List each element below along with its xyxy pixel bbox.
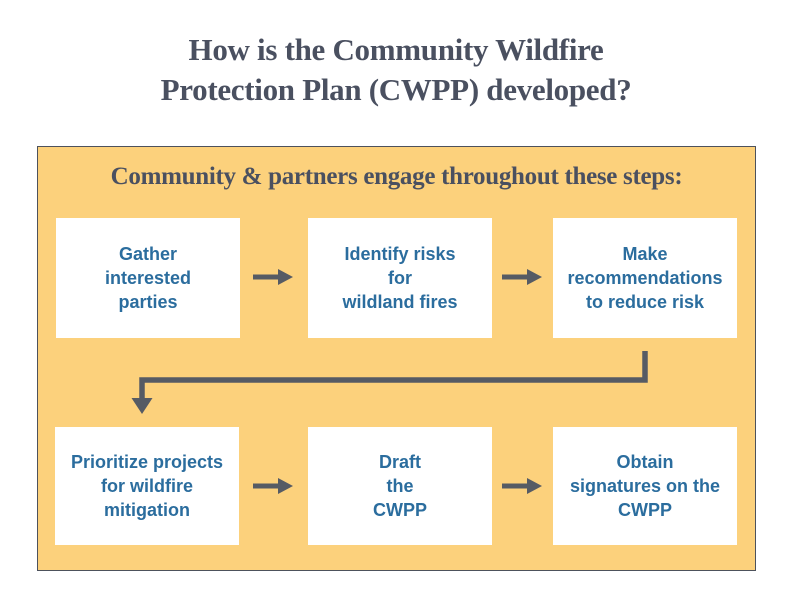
- steps-panel: Community & partners engage throughout t…: [37, 146, 756, 571]
- step-label: Gather interested parties: [104, 244, 192, 312]
- title-line-1: How is the Community Wildfire: [188, 32, 604, 67]
- arrow-right-icon: [502, 478, 542, 494]
- arrow-right-icon: [502, 269, 542, 285]
- step-box-gather-parties: Gather interested parties: [56, 218, 240, 338]
- step-box-prioritize-projects: Prioritize projects for wildfire mitigat…: [55, 427, 239, 545]
- panel-header: Community & partners engage throughout t…: [110, 163, 683, 190]
- arrow-right-icon: [253, 478, 293, 494]
- step-label: Draft the CWPP: [373, 452, 427, 520]
- step-box-obtain-signatures: Obtain signatures on the CWPP: [553, 427, 737, 545]
- step-label: Obtain signatures on the CWPP: [569, 452, 721, 520]
- step-label: Prioritize projects for wildfire mitigat…: [70, 452, 224, 520]
- arrow-right-icon: [253, 269, 293, 285]
- step-label: Identify risks for wildland fires: [342, 244, 458, 312]
- step-box-draft-cwpp: Draft the CWPP: [308, 427, 492, 545]
- step-box-make-recommendations: Make recommendations to reduce risk: [553, 218, 737, 338]
- title-line-2: Protection Plan (CWPP) developed?: [160, 72, 632, 107]
- step-label: Make recommendations to reduce risk: [567, 244, 723, 312]
- step-box-identify-risks: Identify risks for wildland fires: [308, 218, 492, 338]
